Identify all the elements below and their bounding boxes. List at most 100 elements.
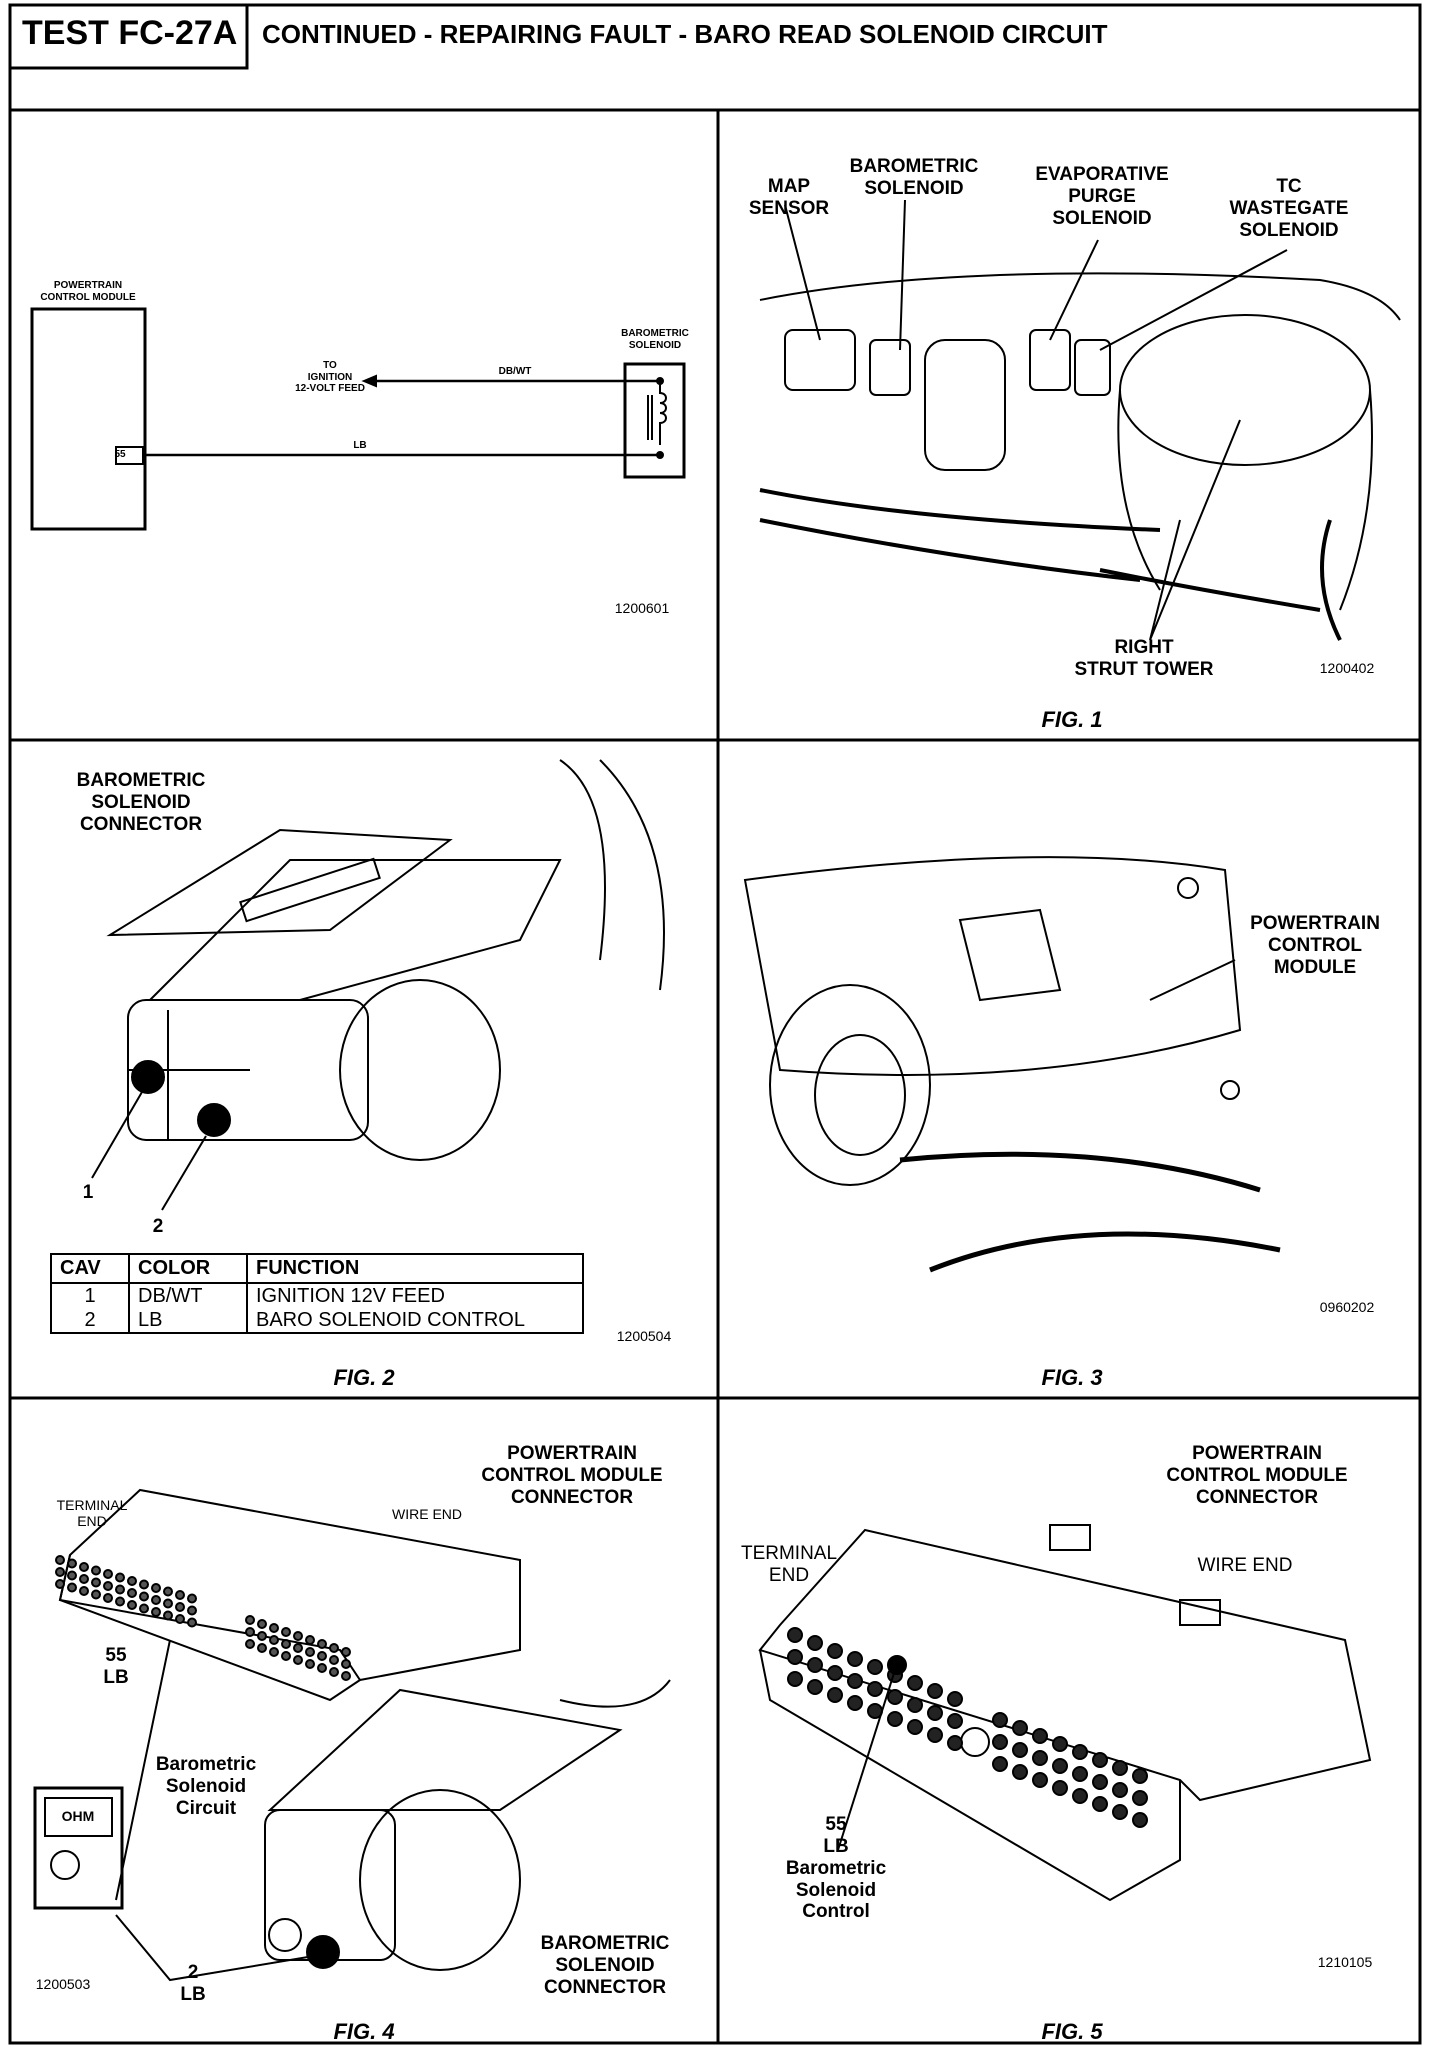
terminal-pin [187,1593,197,1604]
table-cell: LB [128,1308,247,1333]
fig5-code: 1210105 [1317,1954,1373,1970]
terminal-pin [269,1635,279,1645]
terminal-pin [1132,1790,1148,1806]
terminal-pin [281,1627,291,1637]
terminal-pin [175,1602,185,1612]
table-cell: IGNITION 12V FEED [246,1283,583,1308]
terminal-pin [127,1600,137,1610]
label-line: LB [180,1983,206,2005]
label-line: 55 [825,1814,847,1835]
pcm-connector-drawing-fig4 [33,1488,671,1982]
fig4-code: 1200503 [35,1976,91,1992]
feed-label-line: TO [323,360,337,371]
fig5-wire-end-label: WIRE END [1197,1555,1293,1576]
terminal-pin [1092,1796,1108,1812]
terminal-pin [115,1596,125,1607]
terminal-pin [907,1697,923,1713]
terminal-pin [79,1586,89,1596]
label-line: Solenoid [165,1775,247,1797]
terminal-pin [55,1567,65,1577]
label-line: PURGE [1068,185,1136,207]
terminal-pin [867,1681,883,1697]
terminal-pin [115,1572,125,1583]
label-line: SENSOR [748,197,830,219]
engine-bay-drawing [759,199,1401,641]
terminal-pin [67,1570,77,1581]
terminal-pin [91,1589,101,1600]
label-line: BAROMETRIC [76,770,206,791]
terminal-pin [151,1583,161,1593]
terminal-pin [91,1565,101,1576]
terminal-pin [1072,1766,1088,1782]
terminal-pin [103,1569,113,1579]
terminal-pin [992,1756,1008,1772]
terminal-pin [927,1683,943,1699]
terminal-pin [787,1649,803,1665]
solenoid-label-line: SOLENOID [628,339,682,351]
test-id: TEST FC-27A [22,14,238,52]
terminal-pin [1072,1744,1088,1760]
terminal-pin [992,1712,1008,1728]
terminal-pin [827,1643,843,1659]
terminal-pin [847,1673,863,1689]
terminal-pin [1112,1760,1128,1776]
fig2-caption: FIG. 2 [333,1365,395,1390]
feed-label-line: 12-VOLT FEED [295,383,365,394]
terminal-pin [293,1631,303,1641]
label-line: SOLENOID [555,1954,655,1976]
terminal-pin [847,1651,863,1667]
label-line: Barometric [785,1857,887,1879]
label-line: MODULE [1273,956,1357,978]
fig3-code: 0960202 [1319,1299,1375,1315]
fig3-caption: FIG. 3 [1041,1365,1103,1390]
terminal-pin [927,1727,943,1743]
terminal-pin [317,1639,327,1649]
label-line: 55 [105,1645,127,1666]
terminal-pin [1132,1812,1148,1828]
table-cell: BARO SOLENOID CONTROL [246,1308,583,1333]
terminal-pin [79,1574,89,1584]
label-line: CONNECTOR [79,813,203,835]
label-line: CONTROL MODULE [1166,1464,1348,1486]
terminal-pin [269,1647,279,1657]
pcm-module-drawing [743,856,1281,1273]
label-line: POWERTRAIN [507,1443,637,1464]
solenoid-connector-drawing [91,759,665,1211]
terminal-pin [175,1590,185,1600]
label-line: STRUT TOWER [1074,658,1214,680]
terminal-pin [139,1579,149,1590]
terminal-pin [269,1623,279,1633]
label-line: SOLENOID [1239,219,1339,241]
pcm-label-line: POWERTRAIN [53,280,123,291]
label-line: CONTROL MODULE [481,1464,663,1486]
terminal-pin [1032,1728,1048,1744]
terminal-pin [887,1689,903,1705]
label-line: RIGHT [1114,637,1174,658]
terminal-pin [787,1671,803,1687]
terminal-pin [187,1605,197,1616]
diagram-code: 1200601 [614,600,670,616]
terminal-pin [305,1659,315,1669]
label-line: MAP [767,176,811,197]
label-line: END [77,1513,107,1530]
terminal-pin [103,1581,113,1591]
terminal-pin [1012,1720,1028,1736]
terminal-pin [317,1663,327,1673]
label-line: TERMINAL [56,1497,128,1513]
terminal-pin [807,1657,823,1673]
terminal-pin [927,1705,943,1721]
terminal-pin [281,1651,291,1661]
terminal-pin [1012,1742,1028,1758]
table-cell: DB/WT [128,1283,247,1308]
terminal-pin [1132,1768,1148,1784]
label-line: Barometric [155,1754,257,1775]
